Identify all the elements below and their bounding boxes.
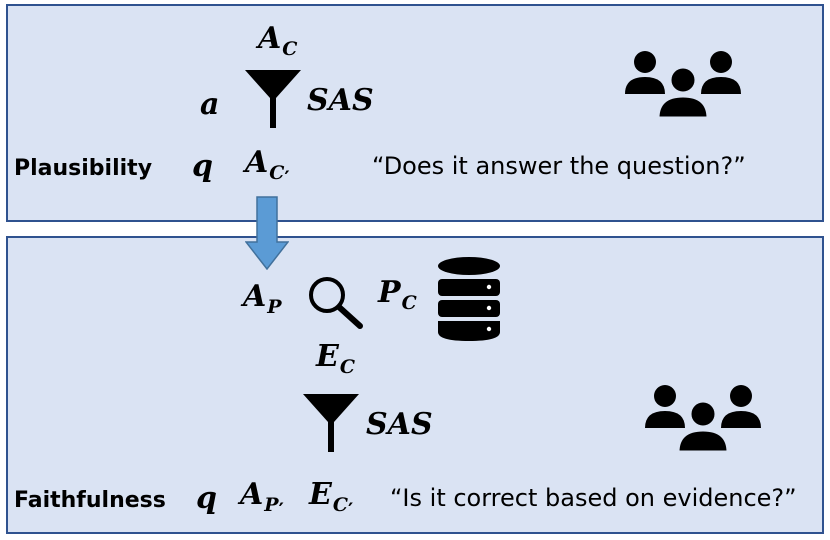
funnel-icon (303, 394, 359, 452)
faithfulness-label: Faithfulness (14, 488, 166, 513)
magnifier-icon (309, 277, 363, 329)
database-icon (438, 257, 500, 341)
answer-candidates-symbol: AC (258, 21, 298, 60)
filtered-answers-symbol: AC′ (245, 145, 290, 190)
filtered-predicted-answer-symbol: AP′ (240, 477, 284, 522)
answer-symbol: a (200, 87, 220, 122)
faithfulness-panel (6, 236, 824, 534)
faithfulness-question-quote: “Is it correct based on evidence?” (390, 484, 797, 512)
sas-symbol: SAS (366, 407, 433, 442)
plausibility-question-quote: “Does it answer the question?” (372, 152, 746, 180)
people-group-icon (645, 385, 761, 454)
arrow-down-icon (245, 196, 289, 270)
evidence-candidates-symbol: EC (316, 339, 355, 378)
plausibility-label: Plausibility (14, 156, 153, 181)
question-symbol: q (192, 149, 213, 184)
predicted-answer-symbol: AP (243, 279, 282, 318)
people-group-icon (625, 51, 741, 120)
question-symbol: q (196, 481, 217, 516)
sas-symbol: SAS (307, 83, 374, 118)
passage-candidates-symbol: PC (378, 275, 417, 314)
filtered-evidence-symbol: EC′ (309, 477, 354, 522)
funnel-icon (245, 70, 301, 128)
